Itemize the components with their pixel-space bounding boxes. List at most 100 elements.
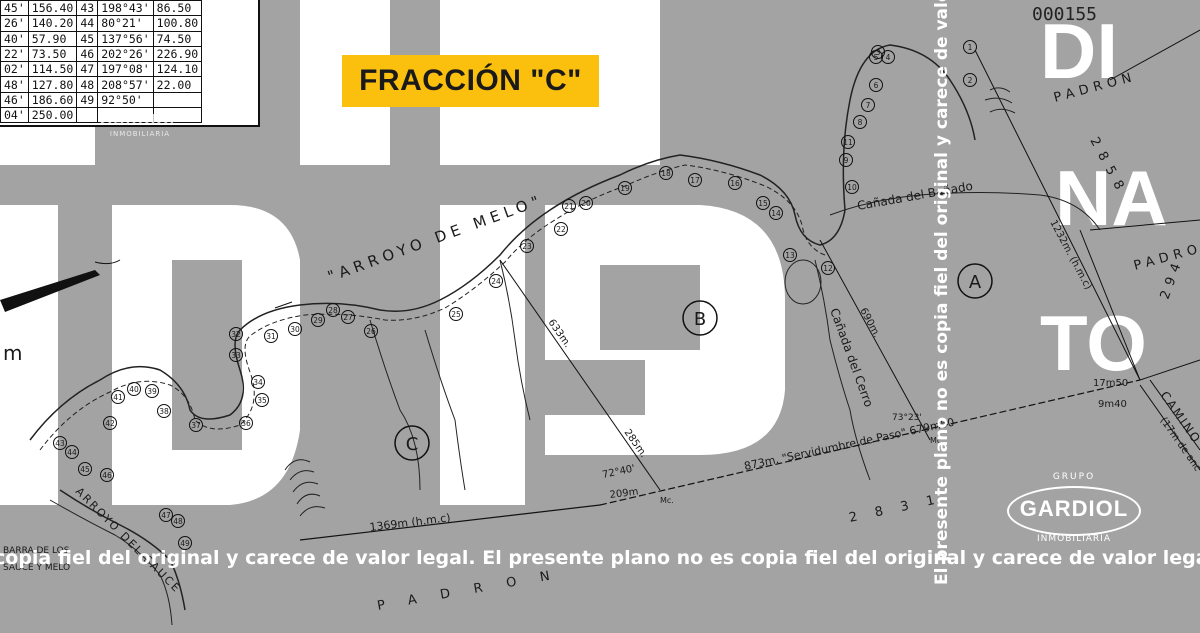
survey-point-circle	[111, 390, 125, 404]
survey-point-label: 32	[231, 330, 241, 339]
survey-point: 32	[229, 327, 243, 341]
survey-point-label: 36	[241, 419, 251, 428]
table-cell: 226.90	[152, 45, 203, 63]
survey-point: 21	[562, 199, 576, 213]
table-cell: 45	[76, 30, 99, 47]
padron-right-label: PADRO	[1132, 241, 1200, 274]
table-cell: 100.80	[152, 15, 203, 32]
survey-point-circle	[756, 196, 770, 210]
dist-9-label: 9m40	[1098, 399, 1127, 410]
survey-point-label: 24	[491, 277, 501, 286]
survey-point-label: 49	[180, 539, 190, 548]
survey-point-circle	[861, 98, 875, 112]
survey-point-label: 19	[620, 184, 630, 193]
survey-point-circle	[520, 239, 534, 253]
survey-point-label: 8	[858, 118, 863, 127]
survey-point: 10	[845, 180, 859, 194]
survey-point-circle	[341, 310, 355, 324]
survey-point-label: 14	[771, 209, 781, 218]
survey-point-label: 22	[556, 225, 566, 234]
survey-point-circle	[255, 393, 269, 407]
sauce-y-melo-label: SAUCE Y MELO	[3, 563, 70, 573]
watermark-di: DI	[1040, 7, 1118, 95]
table-cell: 47	[76, 61, 99, 78]
dist-17-label: 17m50	[1093, 378, 1128, 389]
logo-small-bottom: INMOBILIARIA	[109, 130, 171, 138]
survey-point: 26	[364, 324, 378, 338]
table-cell: 22'	[0, 45, 29, 63]
survey-point-label: 44	[67, 448, 77, 457]
survey-point-label: 16	[730, 179, 740, 188]
survey-point: 40	[127, 382, 141, 396]
survey-point: 19	[618, 181, 632, 195]
survey-point-label: 37	[191, 421, 201, 430]
dist-1369-label: 1369m (h.m.c)	[369, 511, 452, 534]
survey-point-label: 46	[102, 471, 112, 480]
survey-point: 47	[159, 508, 173, 522]
line-top-right	[1079, 29, 1200, 381]
dist-690-label: 690m.	[857, 306, 882, 339]
fraction-b-label: B	[694, 309, 706, 330]
survey-point-circle	[364, 324, 378, 338]
survey-point-circle	[103, 416, 117, 430]
fraction-badge: FRACCIÓN "C"	[342, 55, 599, 107]
survey-point-circle	[659, 166, 673, 180]
survey-point-circle	[145, 384, 159, 398]
survey-point-circle	[853, 115, 867, 129]
servidumbre-line	[599, 379, 1141, 506]
survey-point: 25	[449, 307, 463, 321]
table-row: 04'250.00	[0, 107, 203, 124]
survey-point: 22	[554, 222, 568, 236]
survey-point-label: 26	[366, 327, 376, 336]
survey-point: 5	[869, 50, 883, 64]
survey-point: 35	[255, 393, 269, 407]
survey-point-circle	[963, 73, 977, 87]
barra-label: BARRA DE LOS	[3, 546, 70, 556]
survey-point-circle	[728, 176, 742, 190]
table-cell	[97, 107, 154, 124]
dist-209-label: 209m	[609, 487, 639, 501]
survey-point: 46	[100, 468, 114, 482]
survey-point: 36	[239, 416, 253, 430]
watermark-na: NA	[1055, 154, 1168, 242]
survey-point-label: 45	[80, 465, 90, 474]
line-690	[819, 239, 931, 441]
survey-point-label: 9	[844, 156, 849, 165]
arroyo-melo-bank	[39, 164, 826, 451]
survey-point-circle	[841, 135, 855, 149]
survey-point-circle	[53, 436, 67, 450]
survey-point-label: 30	[290, 325, 300, 334]
gardiol-logo: GRUPO GARDIOL INMOBILIARIA	[1007, 470, 1141, 550]
fraction-a-label: A	[969, 272, 982, 293]
survey-point-circle	[821, 261, 835, 275]
survey-point-circle	[554, 222, 568, 236]
survey-point-circle	[839, 153, 853, 167]
survey-point-circle	[579, 196, 593, 210]
table-cell: 74.50	[152, 30, 203, 47]
survey-point-label: 34	[253, 378, 263, 387]
survey-point: 16	[728, 176, 742, 190]
survey-point-label: 10	[847, 183, 857, 192]
survey-point-circle	[159, 508, 173, 522]
survey-point-circle	[251, 375, 265, 389]
line-1369	[299, 504, 601, 541]
survey-point-circle	[229, 327, 243, 341]
survey-point-circle	[229, 348, 243, 362]
survey-point-circle	[78, 462, 92, 476]
survey-point-label: 17	[690, 176, 700, 185]
left-arrow	[0, 270, 100, 312]
survey-point: 45	[78, 462, 92, 476]
logo-top: GRUPO	[1052, 472, 1096, 482]
survey-point-circle	[264, 329, 278, 343]
survey-point-label: 33	[231, 351, 241, 360]
survey-point: 1	[963, 40, 977, 54]
survey-point: 37	[189, 418, 203, 432]
vegetation-marks	[284, 87, 1016, 517]
table-cell: 137°56'	[97, 30, 154, 47]
line-633	[499, 259, 661, 491]
